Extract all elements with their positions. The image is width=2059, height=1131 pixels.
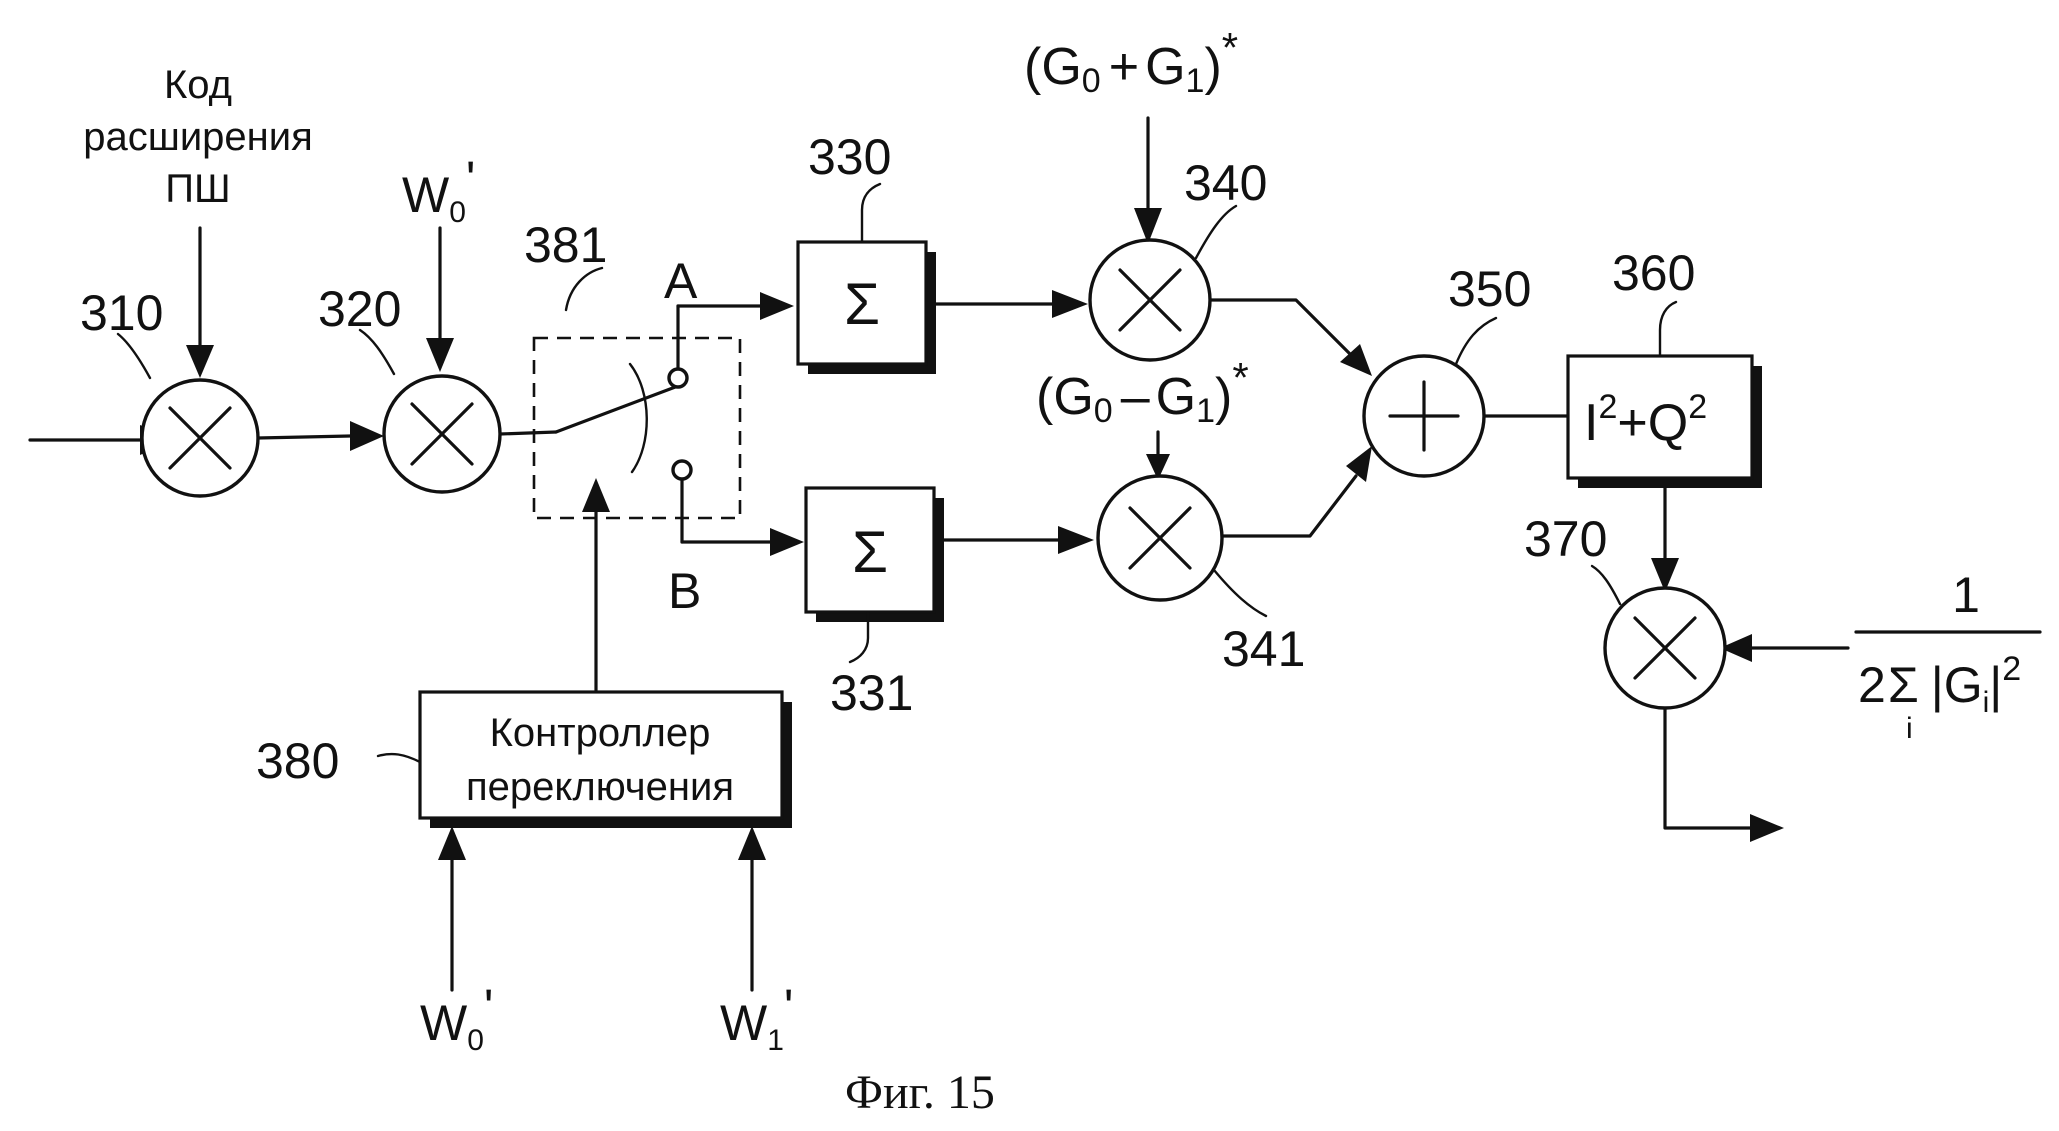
switch-boundary xyxy=(532,336,742,520)
arrowhead-icon xyxy=(1134,208,1162,244)
arrowhead-icon xyxy=(1346,446,1372,482)
arrowhead-icon xyxy=(582,478,610,512)
multiplier-310: 310 xyxy=(80,285,260,498)
arrowhead-icon xyxy=(1750,814,1784,842)
ref-340: 340 xyxy=(1184,155,1267,211)
arrowhead-icon xyxy=(738,826,766,860)
contact-b-icon xyxy=(671,459,693,481)
normalization-factor-label: 1 2Σ|Gi|2 i xyxy=(1854,567,2042,745)
sigma-icon: Σ xyxy=(852,520,888,585)
arrowhead-icon xyxy=(1651,558,1679,592)
adder-350: 350 xyxy=(1362,261,1531,478)
arrowhead-icon xyxy=(438,826,466,860)
svg-text:расширения: расширения xyxy=(83,115,313,159)
svg-text:2Σ|Gi|2: 2Σ|Gi|2 xyxy=(1858,650,2021,719)
port-a-label: A xyxy=(664,253,698,309)
svg-text:Код: Код xyxy=(164,63,232,107)
arrowhead-icon xyxy=(350,421,384,451)
ref-310: 310 xyxy=(80,285,163,341)
ref-350: 350 xyxy=(1448,261,1531,317)
g-diff-label: (G0–G1)* xyxy=(1036,354,1249,430)
ref-320: 320 xyxy=(318,281,401,337)
arrowhead-icon xyxy=(1058,526,1094,554)
switch-arc-icon xyxy=(628,362,648,474)
ref-370: 370 xyxy=(1524,511,1607,567)
multiplier-320: 320 xyxy=(318,281,502,494)
ref-360: 360 xyxy=(1612,245,1695,301)
sigma-icon: Σ xyxy=(844,272,880,337)
port-b-label: B xyxy=(668,563,701,619)
arrowhead-icon xyxy=(186,345,214,378)
switch-381: 381 A B xyxy=(524,217,742,619)
w1-bottom-label: W1' xyxy=(720,979,793,1057)
switch-controller-380: Контроллер переключения 380 xyxy=(256,690,792,828)
ref-381: 381 xyxy=(524,217,607,273)
svg-text:i: i xyxy=(1906,712,1913,745)
power-block-360: I2+Q2 360 xyxy=(1566,245,1762,488)
arrowhead-icon xyxy=(1720,634,1752,662)
ref-380: 380 xyxy=(256,733,339,789)
pn-code-label: Код расширения ПШ xyxy=(83,63,313,211)
power-formula: I2+Q2 xyxy=(1584,388,1707,452)
arrowhead-icon xyxy=(1052,290,1088,318)
controller-label-line1: Контроллер xyxy=(490,711,711,755)
multiplier-341: 341 xyxy=(1096,474,1305,677)
contact-a-icon xyxy=(667,367,689,389)
figure-caption: Фиг. 15 xyxy=(845,1066,995,1119)
ref-331: 331 xyxy=(830,665,913,721)
w0-bottom-label: W0' xyxy=(420,979,493,1057)
controller-label-line2: переключения xyxy=(466,765,734,809)
arrowhead-icon xyxy=(760,292,794,320)
ref-330: 330 xyxy=(808,129,891,185)
signal-wires xyxy=(28,116,1850,992)
ref-341: 341 xyxy=(1222,621,1305,677)
arrowhead-icon xyxy=(1146,454,1170,480)
svg-text:ПШ: ПШ xyxy=(165,167,230,211)
accumulator-331: Σ 331 xyxy=(804,486,944,721)
multiplier-370: 370 xyxy=(1524,511,1727,710)
multiplier-340: 340 xyxy=(1088,155,1267,362)
w0-top-label: W0' xyxy=(402,151,475,229)
accumulator-330: Σ 330 xyxy=(796,129,936,374)
arrowhead-icon xyxy=(426,338,454,372)
svg-text:1: 1 xyxy=(1952,567,1980,623)
arrowhead-icon xyxy=(1340,344,1372,376)
g-sum-label: (G0+G1)* xyxy=(1024,24,1238,100)
arrowhead-icon xyxy=(770,528,804,556)
